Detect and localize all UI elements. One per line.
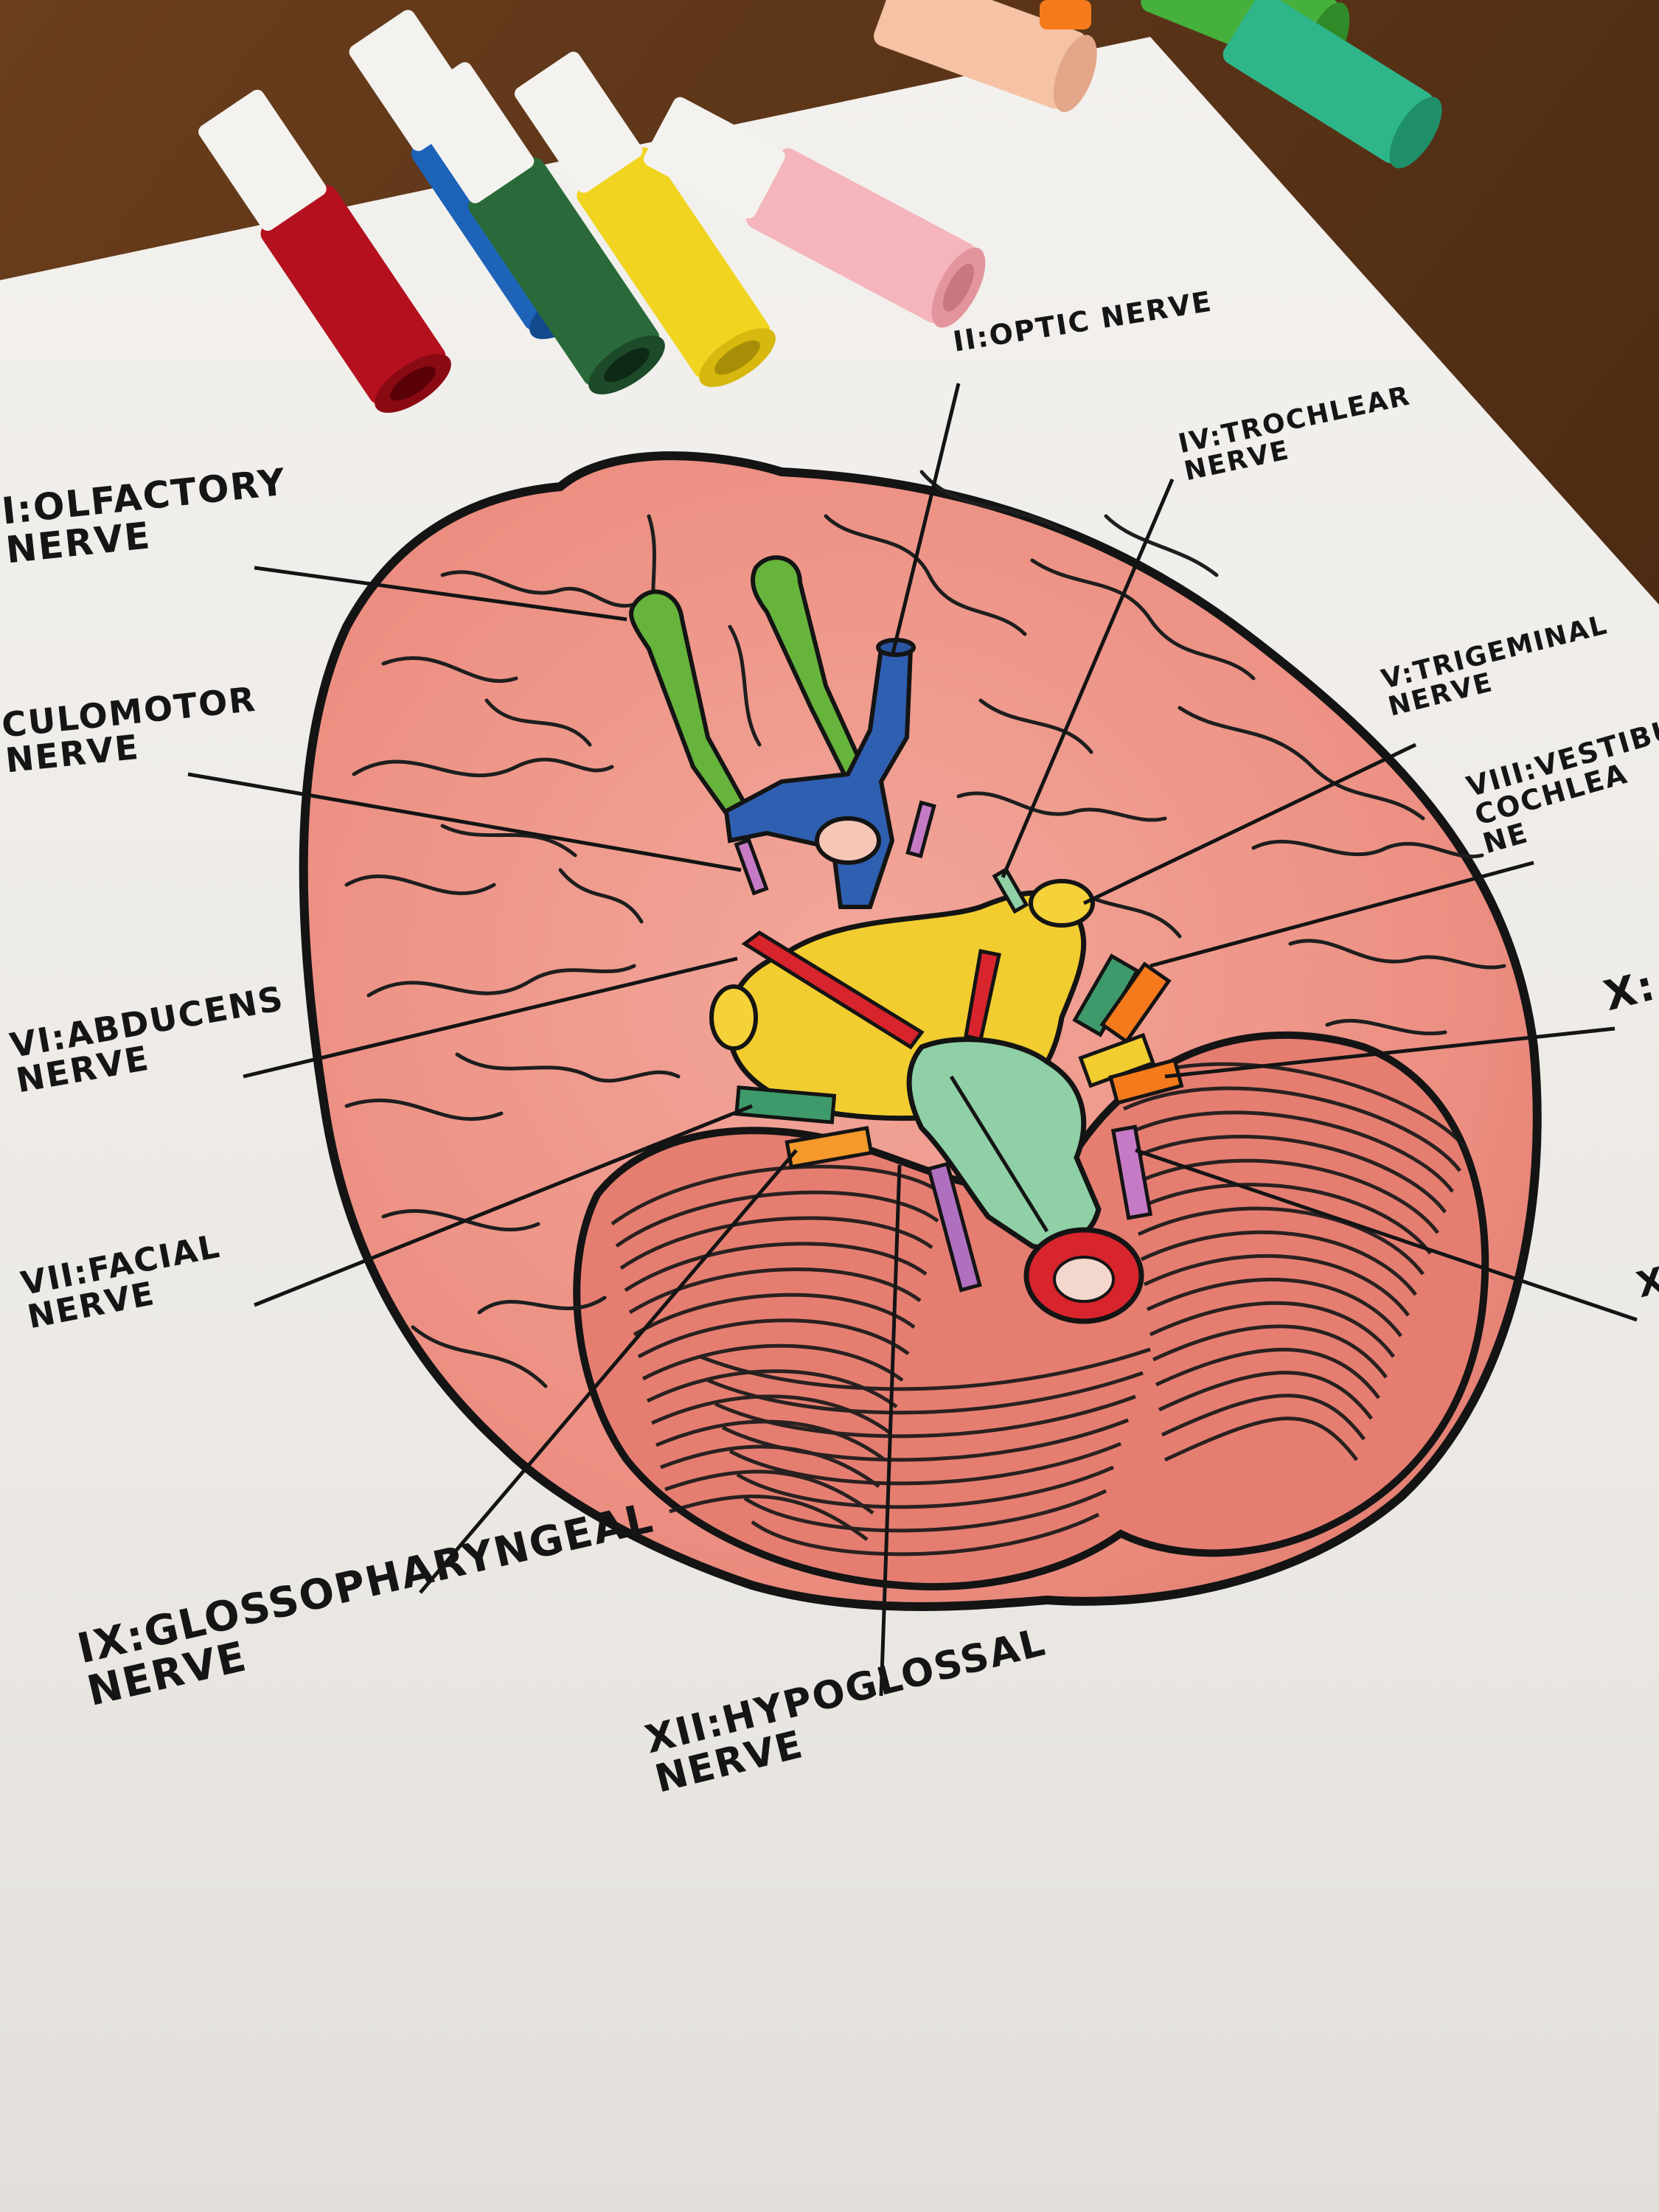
folia-line [1158, 1371, 1373, 1420]
folia-line [1164, 1416, 1358, 1462]
folia-line [707, 1371, 1144, 1415]
folia-line [633, 1293, 916, 1337]
pink-marker [643, 97, 986, 328]
folia-line [700, 1347, 1151, 1391]
folia-line [1146, 1277, 1402, 1338]
red-marker [198, 89, 451, 413]
yellow-marker [514, 52, 776, 387]
folia-line [1152, 1324, 1388, 1379]
folia-line [1143, 1253, 1410, 1317]
folia-line [728, 1441, 1121, 1486]
medulla-fissure [949, 1075, 1049, 1233]
folia-line [1134, 1183, 1432, 1255]
trigeminal-root-left [709, 984, 758, 1051]
spinal-grey-matter [1053, 1256, 1115, 1303]
folia-line [736, 1465, 1115, 1509]
teal-marker [1222, 0, 1442, 169]
folia-line [611, 1164, 945, 1226]
folia-line [619, 1216, 933, 1270]
folia-line [664, 1470, 874, 1515]
folia-line [646, 1369, 898, 1409]
folia-line [1149, 1301, 1395, 1358]
folia-line [1140, 1230, 1417, 1296]
cerebellum-folia [611, 1062, 1469, 1557]
folia-line [655, 1419, 886, 1462]
folia-line [1122, 1086, 1461, 1172]
folia-line [714, 1394, 1136, 1439]
folia-line [1155, 1347, 1380, 1399]
arteries [741, 930, 1001, 1050]
folia-line [1131, 1158, 1439, 1234]
folia-line [669, 1495, 869, 1542]
peach-marker [874, 0, 1097, 113]
folia-line [1137, 1206, 1425, 1276]
nerve-stubs [734, 800, 1184, 1293]
olfactory-tracts [629, 555, 866, 822]
markers [198, 0, 1442, 413]
gyri-lines [344, 470, 1506, 1388]
green-marker [406, 62, 665, 394]
leader-lines [187, 383, 1638, 1697]
folia-line [721, 1418, 1129, 1462]
orange-marker [1040, 0, 1091, 29]
folia-line [751, 1512, 1100, 1557]
optic-chiasm [723, 638, 916, 909]
folia-line [1161, 1394, 1366, 1441]
folia-line [615, 1190, 939, 1248]
trigeminal-root [1029, 879, 1095, 928]
folia-line [650, 1394, 892, 1436]
brain-illustration [299, 451, 1542, 1611]
folia-line [637, 1318, 910, 1359]
folia-line [628, 1267, 922, 1315]
folia-line [641, 1343, 904, 1382]
folia-line [1125, 1110, 1454, 1193]
folia-line [743, 1489, 1107, 1533]
folia-line [1128, 1135, 1447, 1214]
